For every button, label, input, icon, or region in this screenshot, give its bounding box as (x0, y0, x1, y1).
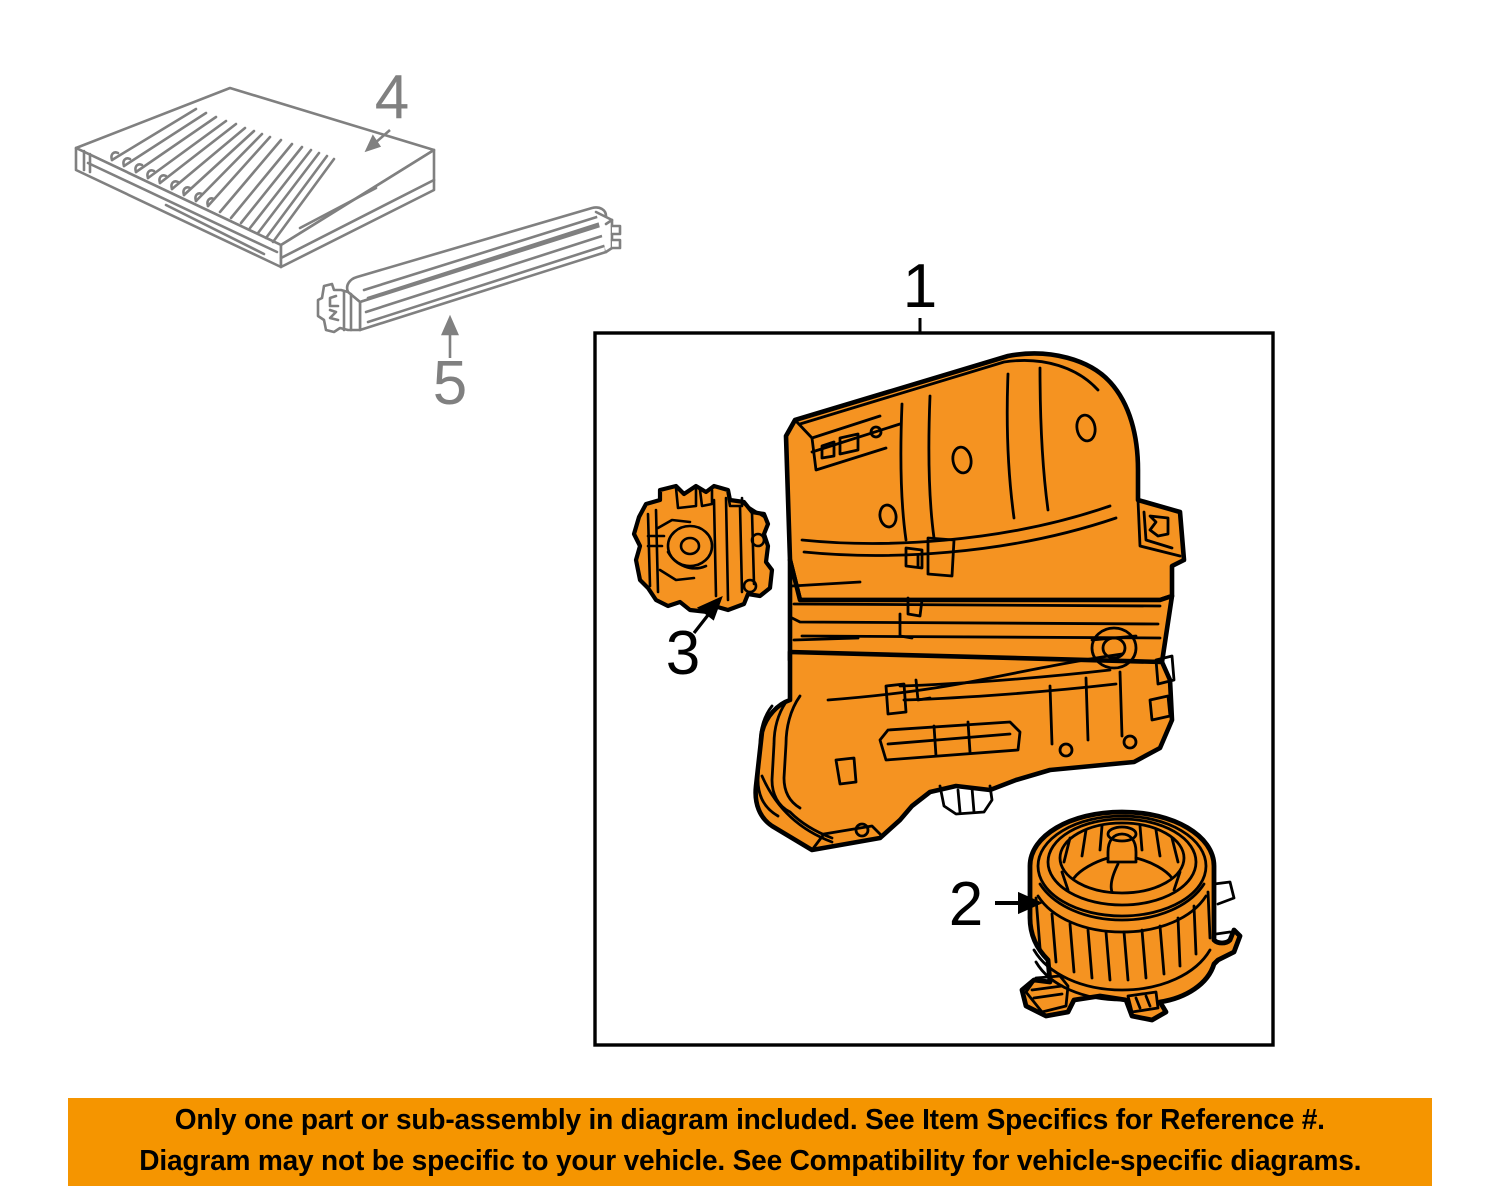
callout-2-number: 2 (949, 870, 983, 939)
callout-1-number: 1 (903, 252, 937, 321)
callout-4-group: 4 (364, 63, 409, 153)
callout-5-arrow (441, 314, 459, 358)
callout-5-number: 5 (433, 349, 467, 418)
callout-3-group: 3 (666, 595, 723, 688)
callout-1-group: 1 (903, 252, 937, 333)
callout-2-arrow (995, 891, 1043, 915)
callout-5-group: 5 (433, 314, 467, 418)
callout-4-arrow (364, 129, 391, 153)
notice-line-2: Diagram may not be specific to your vehi… (139, 1145, 1361, 1177)
blower-motor-part (1019, 809, 1243, 1023)
filter-seal-strip-part (316, 206, 622, 334)
callout-3-arrow (692, 595, 723, 634)
blower-case-assembly-part (753, 351, 1187, 853)
notice-banner: Only one part or sub-assembly in diagram… (68, 1098, 1432, 1186)
damper-servo-actuator-part (631, 483, 775, 615)
callout-4-number: 4 (375, 63, 409, 132)
callout-2-group: 2 (949, 870, 1043, 939)
cabin-air-filter-part (74, 86, 436, 269)
notice-line-1: Only one part or sub-assembly in diagram… (175, 1104, 1325, 1136)
